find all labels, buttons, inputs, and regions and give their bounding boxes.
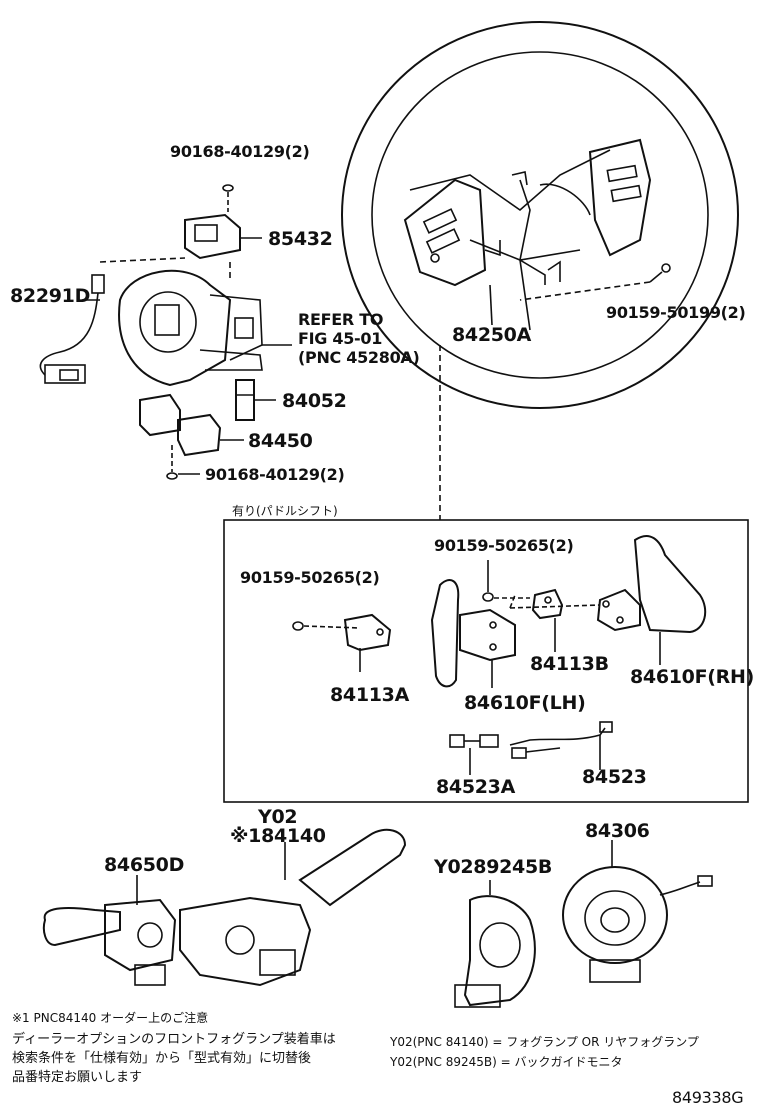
label-84523: 84523: [582, 766, 647, 788]
diagram-id: 849338G: [672, 1088, 744, 1107]
label-84450: 84450: [248, 430, 313, 452]
label-84306: 84306: [585, 820, 650, 842]
part-y0289245b-drawing: [454, 880, 536, 1008]
label-82291d: 82291D: [10, 285, 91, 307]
label-refer-1: REFER TO: [298, 310, 384, 329]
note-line2: 検索条件を「仕様有効」から「型式有効」に切替後: [12, 1051, 312, 1066]
label-screw-rh: 90159-50199(2): [606, 303, 746, 322]
part-84306-drawing: [562, 840, 713, 983]
label-84113a: 84113A: [330, 684, 410, 706]
label-84140: ※184140: [230, 825, 326, 847]
label-bolt-bottom: 90168-40129(2): [205, 465, 345, 484]
label-refer-3: (PNC 45280A): [298, 348, 420, 367]
label-84523a: 84523A: [436, 776, 516, 798]
label-paddle-rh: 84610F(RH): [630, 666, 754, 688]
switch-84250a-drawing: [403, 178, 501, 326]
bolt-top-drawing: [222, 184, 234, 212]
label-y02: Y02: [258, 806, 298, 828]
label-84650d: 84650D: [104, 854, 185, 876]
part-84140-drawing: [179, 828, 407, 987]
part-84052-drawing: [235, 379, 276, 421]
label-84113b: 84113B: [530, 653, 609, 675]
paddle-shift-box: [223, 519, 749, 803]
paddle-shift-drawing: [292, 535, 707, 775]
part-84450-drawing: [139, 393, 244, 457]
label-screw-box-right: 90159-50265(2): [434, 536, 574, 555]
y02-line1: Y02(PNC 84140) = フォグランプ OR リヤフォグランプ: [390, 1035, 699, 1049]
steering-wheel: [341, 21, 739, 409]
switch-right-drawing: [511, 138, 652, 285]
label-y0289245b: Y0289245B: [434, 856, 553, 878]
note-line3: 品番特定お願いします: [12, 1070, 143, 1085]
column-body-drawing: [118, 269, 292, 387]
label-84052: 84052: [282, 390, 347, 412]
note-head: ※1 PNC84140 オーダー上のご注意: [12, 1011, 209, 1025]
bolt-bottom-drawing: [166, 445, 200, 480]
y02-line2: Y02(PNC 89245B) = バックガイドモニタ: [390, 1055, 623, 1069]
part-84650d-drawing: [42, 875, 177, 986]
switch-85432-drawing: [184, 213, 262, 260]
label-bolt-top: 90168-40129(2): [170, 142, 310, 161]
label-screw-box-left: 90159-50265(2): [240, 568, 380, 587]
label-refer-2: FIG 45-01: [298, 329, 383, 348]
label-85432: 85432: [268, 228, 333, 250]
note-line1: ディーラーオプションのフロントフォグランプ装着車は: [12, 1032, 336, 1047]
label-paddle-lh: 84610F(LH): [464, 692, 586, 714]
label-84250a: 84250A: [452, 324, 532, 346]
wire-82291d-drawing: [39, 274, 105, 384]
paddle-shift-box-title: 有り(パドルシフト): [232, 504, 338, 518]
screw-90159-50199-drawing: [519, 263, 671, 301]
